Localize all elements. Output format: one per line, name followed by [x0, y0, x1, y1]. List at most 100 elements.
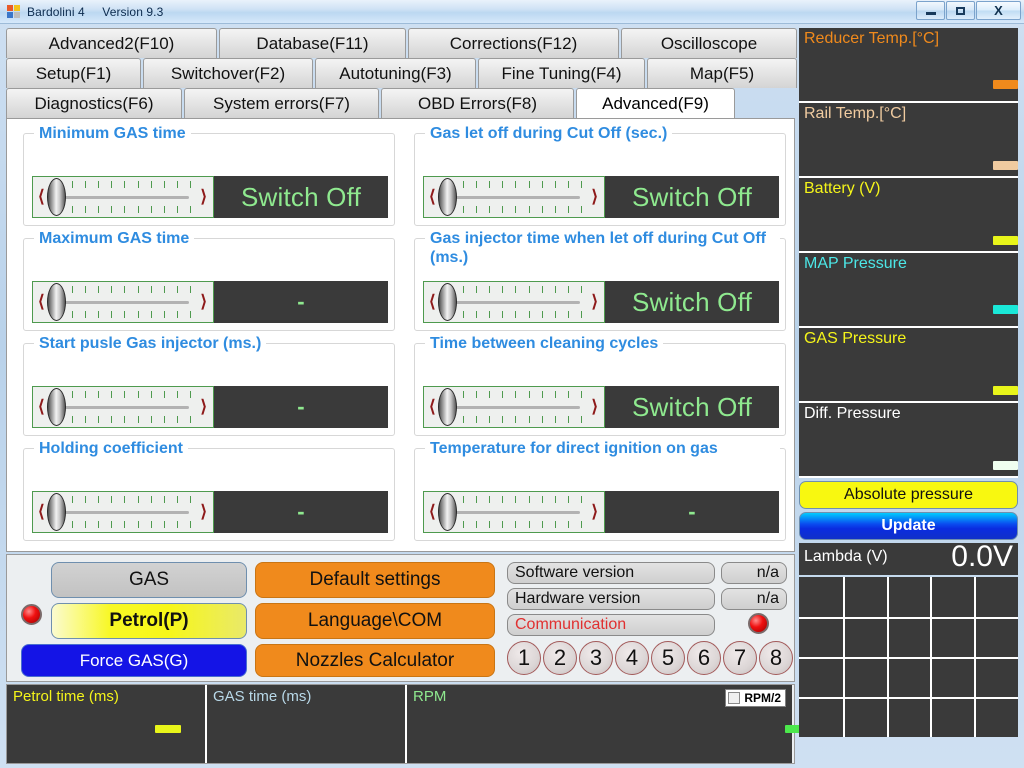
slider-track[interactable]: [448, 406, 580, 409]
minimize-button[interactable]: [916, 1, 945, 20]
slider-decrease-icon[interactable]: ⟨: [38, 292, 45, 311]
petrol-button[interactable]: Petrol(P): [51, 603, 247, 639]
hardware-version-value: n/a: [721, 588, 787, 610]
gauge-value-bar: [993, 80, 1018, 89]
slider-increase-icon[interactable]: ⟩: [591, 292, 598, 311]
cylinder-button-2[interactable]: 2: [543, 641, 577, 675]
param-slider[interactable]: ⟨⟩: [32, 281, 214, 323]
param-value-display: -: [214, 386, 388, 428]
absolute-pressure-button[interactable]: Absolute pressure: [799, 481, 1018, 509]
slider-knob[interactable]: [438, 493, 457, 531]
tab-obd-errors-f8[interactable]: OBD Errors(F8): [381, 88, 574, 118]
tab-oscilloscope[interactable]: Oscilloscope: [621, 28, 797, 58]
data-matrix-grid: [799, 577, 1018, 737]
slider-knob[interactable]: [438, 388, 457, 426]
cylinder-button-5[interactable]: 5: [651, 641, 685, 675]
param-legend: Maximum GAS time: [34, 229, 195, 248]
tab-database-f11[interactable]: Database(F11): [219, 28, 406, 58]
tab-map-f5[interactable]: Map(F5): [647, 58, 797, 88]
slider-decrease-icon[interactable]: ⟨: [38, 187, 45, 206]
rpm-half-checkbox[interactable]: RPM/2: [725, 689, 786, 707]
slider-knob[interactable]: [438, 283, 457, 321]
slider-decrease-icon[interactable]: ⟨: [38, 502, 45, 521]
slider-increase-icon[interactable]: ⟩: [200, 502, 207, 521]
nozzles-calculator-button[interactable]: Nozzles Calculator: [255, 644, 495, 677]
maximize-icon: [956, 6, 965, 15]
cylinder-button-6[interactable]: 6: [687, 641, 721, 675]
slider-decrease-icon[interactable]: ⟨: [429, 502, 436, 521]
slider-track[interactable]: [57, 196, 189, 199]
slider-ticks-bottom: [450, 311, 582, 318]
slider-increase-icon[interactable]: ⟩: [591, 397, 598, 416]
slider-knob[interactable]: [47, 493, 66, 531]
cylinder-button-7[interactable]: 7: [723, 641, 757, 675]
lambda-value: 0.0V: [951, 540, 1013, 573]
slider-track[interactable]: [448, 511, 580, 514]
language-com-button[interactable]: Language\COM: [255, 603, 495, 639]
tab-corrections-f12[interactable]: Corrections(F12): [408, 28, 619, 58]
tab-advanced-f9[interactable]: Advanced(F9): [576, 88, 735, 118]
slider-track[interactable]: [57, 301, 189, 304]
slider-track[interactable]: [57, 406, 189, 409]
checkbox-label: RPM/2: [744, 691, 781, 705]
tab-bar: Advanced2(F10)Database(F11)Corrections(F…: [6, 28, 797, 118]
tab-fine-tuning-f4[interactable]: Fine Tuning(F4): [478, 58, 645, 88]
slider-increase-icon[interactable]: ⟩: [200, 397, 207, 416]
slider-increase-icon[interactable]: ⟩: [200, 292, 207, 311]
cylinder-button-3[interactable]: 3: [579, 641, 613, 675]
lambda-readout: Lambda (V) 0.0V: [799, 540, 1018, 575]
param-legend: Start pusle Gas injector (ms.): [34, 334, 267, 353]
maximize-button[interactable]: [946, 1, 975, 20]
slider-increase-icon[interactable]: ⟩: [591, 187, 598, 206]
cylinder-button-1[interactable]: 1: [507, 641, 541, 675]
cylinder-button-8[interactable]: 8: [759, 641, 793, 675]
slider-knob[interactable]: [47, 388, 66, 426]
param-slider[interactable]: ⟨⟩: [32, 386, 214, 428]
slider-knob[interactable]: [438, 178, 457, 216]
slider-decrease-icon[interactable]: ⟨: [38, 397, 45, 416]
tab-label: OBD Errors(F8): [418, 93, 537, 113]
slider-decrease-icon[interactable]: ⟨: [429, 187, 436, 206]
slider-track[interactable]: [57, 511, 189, 514]
param-group-6: Holding coefficient⟨⟩-: [23, 439, 395, 541]
gas-button[interactable]: GAS: [51, 562, 247, 598]
slider-ticks-top: [59, 391, 191, 398]
checkbox-box[interactable]: [728, 692, 741, 704]
window-title: Bardolini 4 Version 9.3: [27, 5, 163, 19]
param-slider[interactable]: ⟨⟩: [32, 176, 214, 218]
param-slider[interactable]: ⟨⟩: [32, 491, 214, 533]
param-slider[interactable]: ⟨⟩: [423, 281, 605, 323]
slider-increase-icon[interactable]: ⟩: [200, 187, 207, 206]
slider-knob[interactable]: [47, 283, 66, 321]
slider-knob[interactable]: [47, 178, 66, 216]
tab-diagnostics-f6[interactable]: Diagnostics(F6): [6, 88, 182, 118]
force-gas-button[interactable]: Force GAS(G): [21, 644, 247, 677]
close-button[interactable]: X: [976, 1, 1021, 20]
param-slider[interactable]: ⟨⟩: [423, 491, 605, 533]
param-legend: Minimum GAS time: [34, 124, 191, 143]
control-button-panel: GAS Petrol(P) Force GAS(G) Default setti…: [6, 554, 795, 682]
communication-status-led: [748, 613, 769, 634]
param-slider[interactable]: ⟨⟩: [423, 176, 605, 218]
param-group-7: Temperature for direct ignition on gas⟨⟩…: [414, 439, 786, 541]
tab-label: System errors(F7): [213, 93, 350, 113]
slider-decrease-icon[interactable]: ⟨: [429, 397, 436, 416]
update-button[interactable]: Update: [799, 512, 1018, 540]
slider-track[interactable]: [448, 301, 580, 304]
tab-setup-f1[interactable]: Setup(F1): [6, 58, 141, 88]
tab-advanced2-f10[interactable]: Advanced2(F10): [6, 28, 217, 58]
param-slider[interactable]: ⟨⟩: [423, 386, 605, 428]
param-control-row: ⟨⟩-: [32, 386, 388, 428]
default-settings-button[interactable]: Default settings: [255, 562, 495, 598]
slider-ticks-top: [450, 391, 582, 398]
slider-decrease-icon[interactable]: ⟨: [429, 292, 436, 311]
slider-increase-icon[interactable]: ⟩: [591, 502, 598, 521]
tab-autotuning-f3[interactable]: Autotuning(F3): [315, 58, 476, 88]
param-group-4: Start pusle Gas injector (ms.)⟨⟩-: [23, 334, 395, 436]
cylinder-button-4[interactable]: 4: [615, 641, 649, 675]
slider-track[interactable]: [448, 196, 580, 199]
tab-system-errors-f7[interactable]: System errors(F7): [184, 88, 379, 118]
graph-value-bar: [155, 725, 181, 733]
lambda-label: Lambda (V): [804, 548, 888, 565]
tab-switchover-f2[interactable]: Switchover(F2): [143, 58, 313, 88]
